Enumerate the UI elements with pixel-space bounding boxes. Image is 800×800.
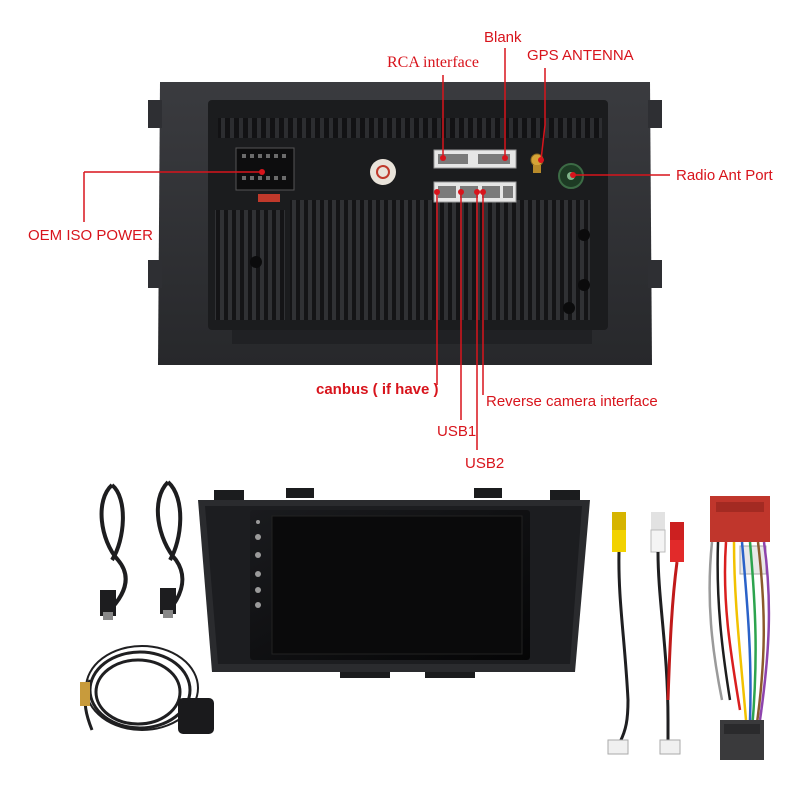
label-canbus: canbus ( if have ) [316, 381, 439, 398]
head-unit-rear-view [148, 82, 662, 365]
side-buttons [255, 520, 261, 608]
gps-puck [178, 698, 214, 734]
label-usb2: USB2 [465, 455, 505, 472]
gps-antenna [80, 645, 214, 734]
usb-cable-left [99, 483, 128, 620]
label-gps-antenna: GPS ANTENNA [527, 47, 634, 64]
rca-cables [607, 512, 684, 755]
mount-tab [648, 260, 662, 288]
mount-tab [148, 100, 162, 128]
label-usb1: USB1 [437, 423, 477, 440]
usb-cable-right [155, 480, 185, 618]
heatsink-fins-left [215, 210, 285, 320]
fuse [258, 194, 280, 202]
bottom-lip [232, 330, 592, 344]
mount-tab [648, 100, 662, 128]
wiring-harness [708, 496, 771, 760]
display-area [271, 515, 523, 655]
heatsink-fins [290, 200, 590, 320]
label-blank: Blank [484, 29, 522, 46]
label-oem-iso-power: OEM ISO POWER [28, 227, 154, 244]
annotation-lines [83, 48, 670, 450]
label-rca-interface: RCA interface [387, 54, 479, 71]
annotation-dots [259, 155, 576, 195]
label-reverse-camera: Reverse camera interface [486, 393, 658, 410]
top-fins [218, 118, 602, 138]
warranty-sticker [370, 159, 396, 185]
label-radio-ant-port: Radio Ant Port [676, 167, 773, 184]
head-unit-front [198, 488, 590, 678]
mount-tab [148, 260, 162, 288]
